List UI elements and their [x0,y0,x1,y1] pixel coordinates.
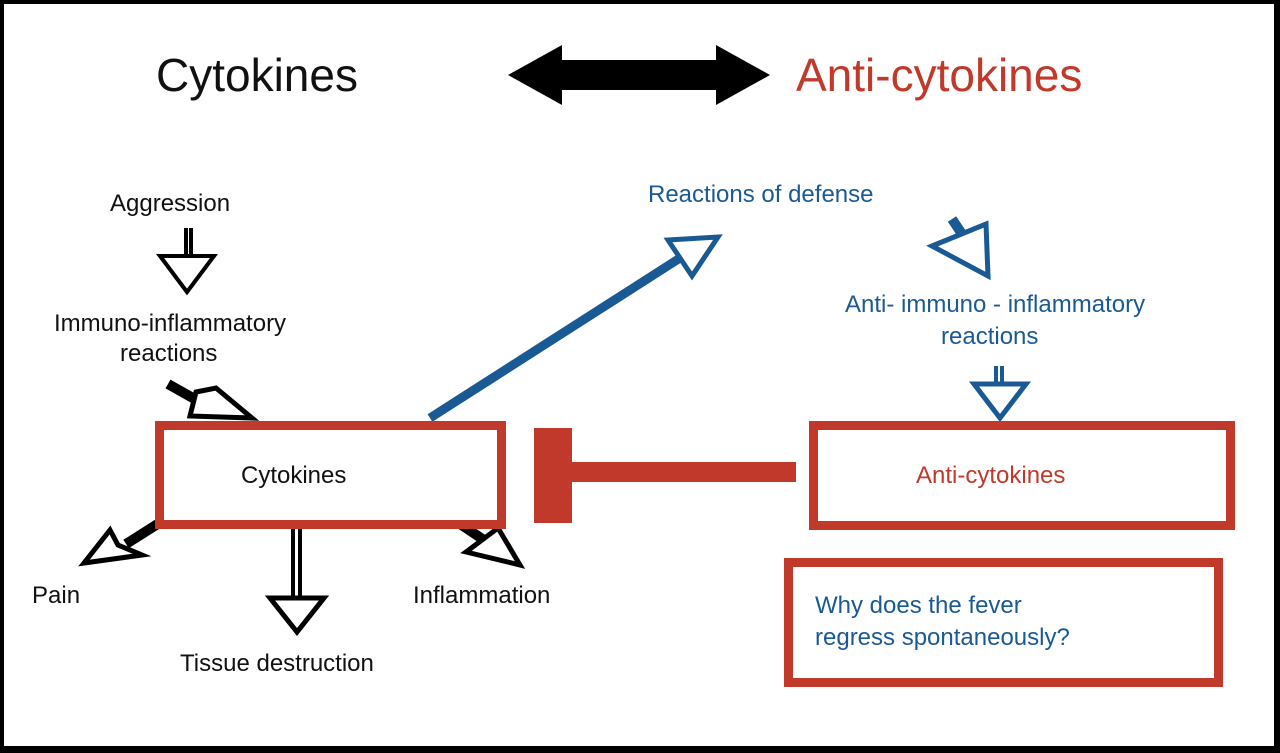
arrow-immuno-to-cytokines [165,379,260,421]
label-tissue-destruction: Tissue destruction [180,650,374,677]
title-anti-cytokines: Anti-cytokines [796,49,1083,101]
anticytokines-box-label: Anti-cytokines [916,462,1066,489]
inhibition-bar [534,428,796,523]
arrow-aggression-to-immuno [156,228,218,296]
arrow-cytokines-to-pain [78,515,167,567]
cytokines-box: Cytokines [155,421,506,529]
label-pain: Pain [32,582,81,609]
label-immuno-reactions: reactions [120,340,218,367]
label-anti-immuno-reactions: reactions [941,323,1039,350]
label-aggression: Aggression [110,190,231,217]
question-box: Why does the fever regress spontaneously… [784,558,1223,687]
label-anti-immuno-inflammatory: Anti- immuno - inflammatory [845,291,1146,318]
cytokines-box-label: Cytokines [241,462,347,489]
arrow-anti-immuno-to-anticytokines [968,366,1032,423]
arrow-defense-to-anti-immuno [926,216,991,281]
title-cytokines: Cytokines [156,49,358,101]
label-inflammation: Inflammation [413,582,551,609]
question-line-2: regress spontaneously? [815,624,1070,651]
anticytokines-box: Anti-cytokines [809,421,1235,530]
label-immuno-inflammatory: Immuno-inflammatory [54,310,287,337]
arrow-cytokines-to-defense [427,234,723,422]
question-line-1: Why does the fever [815,592,1022,619]
arrow-cytokines-to-tissue [264,518,330,637]
double-arrow-icon [508,45,770,105]
label-reactions-of-defense: Reactions of defense [648,181,874,208]
